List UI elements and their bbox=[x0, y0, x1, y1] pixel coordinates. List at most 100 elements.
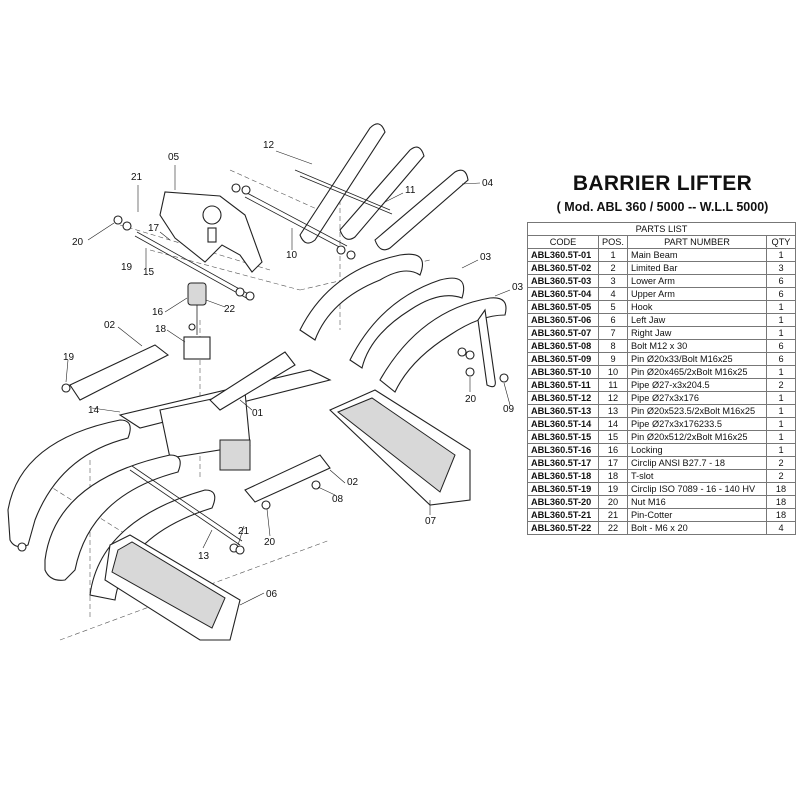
callout-01: 01 bbox=[252, 408, 264, 419]
drawing-subtitle: ( Mod. ABL 360 / 5000 -- W.L.L 5000) bbox=[556, 200, 769, 214]
cell-code: ABL360.5T-19 bbox=[527, 482, 599, 496]
cell-pos: 14 bbox=[598, 417, 628, 431]
cell-qty: 1 bbox=[766, 391, 796, 405]
cell-code: ABL360.5T-04 bbox=[527, 287, 599, 301]
cell-qty: 4 bbox=[766, 521, 796, 535]
cell-part: Bolt M12 x 30 bbox=[627, 339, 767, 353]
callout-20-bottom: 20 bbox=[264, 537, 276, 548]
callout-02-top: 02 bbox=[104, 320, 116, 331]
cell-pos: 1 bbox=[598, 248, 628, 262]
cell-pos: 17 bbox=[598, 456, 628, 470]
cell-qty: 6 bbox=[766, 287, 796, 301]
cell-pos: 6 bbox=[598, 313, 628, 327]
cell-pos: 10 bbox=[598, 365, 628, 379]
cell-qty: 2 bbox=[766, 469, 796, 483]
cell-part: Limited Bar bbox=[627, 261, 767, 275]
cell-part: Pin Ø20x33/Bolt M16x25 bbox=[627, 352, 767, 366]
cell-qty: 18 bbox=[766, 482, 796, 496]
callout-19-left: 19 bbox=[63, 352, 75, 363]
callout-21-top: 21 bbox=[131, 172, 143, 183]
callout-09: 09 bbox=[503, 404, 515, 415]
cell-pos: 4 bbox=[598, 287, 628, 301]
cell-pos: 22 bbox=[598, 521, 628, 535]
cell-part: Pin Ø20x523.5/2xBolt M16x25 bbox=[627, 404, 767, 418]
callout-08: 08 bbox=[332, 494, 344, 505]
cell-qty: 18 bbox=[766, 495, 796, 509]
cell-code: ABL360.5T-11 bbox=[527, 378, 599, 392]
cell-pos: 2 bbox=[598, 261, 628, 275]
cell-pos: 3 bbox=[598, 274, 628, 288]
column-header-part-number: PART NUMBER bbox=[627, 235, 767, 249]
cell-part: Locking bbox=[627, 443, 767, 457]
callout-03-mid: 03 bbox=[480, 252, 492, 263]
cell-qty: 1 bbox=[766, 248, 796, 262]
callout-04: 04 bbox=[482, 178, 494, 189]
cell-code: ABL360.5T-07 bbox=[527, 326, 599, 340]
drawing-title: BARRIER LIFTER bbox=[572, 172, 753, 195]
cell-qty: 6 bbox=[766, 274, 796, 288]
cell-pos: 18 bbox=[598, 469, 628, 483]
cell-qty: 1 bbox=[766, 313, 796, 327]
callout-11: 11 bbox=[405, 185, 416, 196]
main-beam bbox=[118, 369, 332, 471]
cell-code: ABL360.5T-16 bbox=[527, 443, 599, 457]
table-header-row: CODE POS. PART NUMBER QTY bbox=[527, 235, 796, 249]
cell-code: ABL360.5T-06 bbox=[527, 313, 599, 327]
cell-part: Pipe Ø27x3x176233.5 bbox=[627, 417, 767, 431]
callout-19-top: 19 bbox=[121, 262, 133, 273]
cell-part: Bolt - M6 x 20 bbox=[627, 521, 767, 535]
callout-16: 16 bbox=[152, 307, 164, 318]
callout-18: 18 bbox=[155, 324, 167, 335]
callout-03-right: 03 bbox=[512, 282, 524, 293]
callout-20-right: 20 bbox=[465, 394, 477, 405]
callout-20-left: 20 bbox=[72, 237, 84, 248]
callout-labels: 12 04 11 05 21 10 17 20 19 15 03 03 16 2… bbox=[63, 140, 524, 600]
cell-pos: 8 bbox=[598, 339, 628, 353]
cell-part: Pin Ø20x512/2xBolt M16x25 bbox=[627, 430, 767, 444]
column-header-pos: POS. bbox=[598, 235, 628, 249]
callout-06: 06 bbox=[266, 589, 278, 600]
cell-pos: 13 bbox=[598, 404, 628, 418]
cell-qty: 1 bbox=[766, 326, 796, 340]
cell-part: Pipe Ø27x3x176 bbox=[627, 391, 767, 405]
long-pins bbox=[134, 192, 348, 301]
cell-code: ABL360.5T-09 bbox=[527, 352, 599, 366]
cell-qty: 1 bbox=[766, 365, 796, 379]
cell-qty: 2 bbox=[766, 378, 796, 392]
cell-part: Pipe Ø27-x3x204.5 bbox=[627, 378, 767, 392]
cell-qty: 1 bbox=[766, 300, 796, 314]
cell-qty: 1 bbox=[766, 404, 796, 418]
callout-13: 13 bbox=[198, 551, 210, 562]
limited-bars bbox=[69, 344, 331, 503]
cell-qty: 6 bbox=[766, 352, 796, 366]
callout-22: 22 bbox=[224, 304, 236, 315]
cell-pos: 16 bbox=[598, 443, 628, 457]
cell-qty: 6 bbox=[766, 339, 796, 353]
column-header-code: CODE bbox=[527, 235, 599, 249]
cell-code: ABL360.5T-02 bbox=[527, 261, 599, 275]
cell-part: Pin-Cotter bbox=[627, 508, 767, 522]
cell-code: ABL360.5T-21 bbox=[527, 508, 599, 522]
cell-code: ABL360.5T-18 bbox=[527, 469, 599, 483]
cell-qty: 3 bbox=[766, 261, 796, 275]
cell-part: Circlip ANSI B27.7 - 18 bbox=[627, 456, 767, 470]
cell-part: Right Jaw bbox=[627, 326, 767, 340]
column-header-qty: QTY bbox=[766, 235, 796, 249]
